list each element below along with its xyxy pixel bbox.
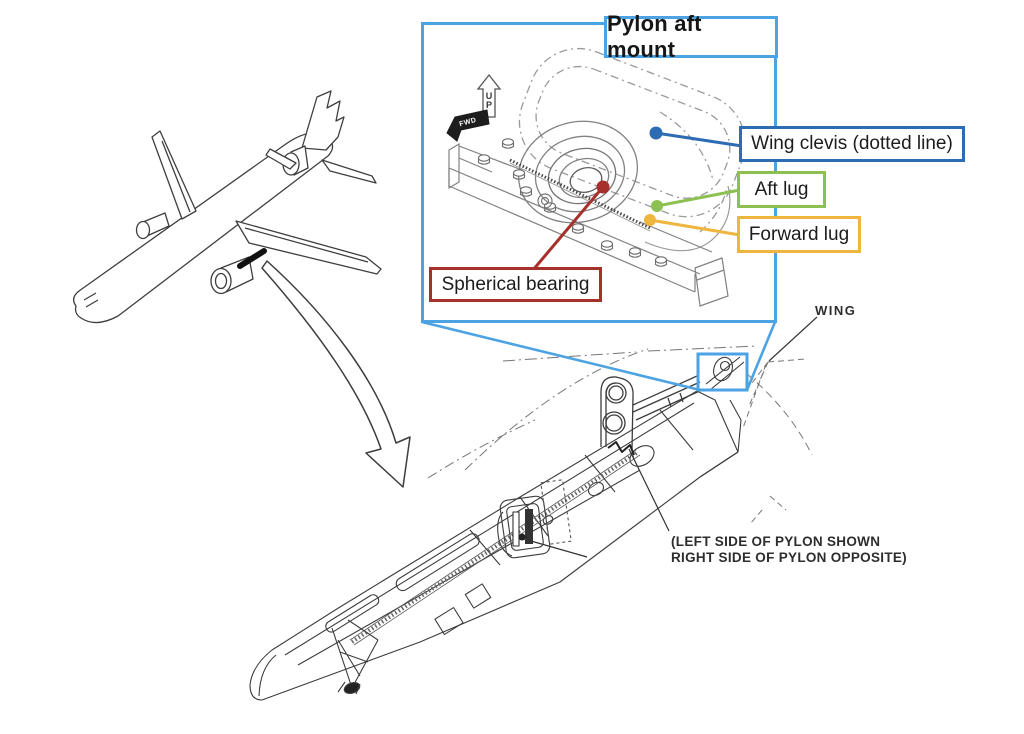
near-wing-inner-line [244, 227, 369, 263]
cockpit-marks [83, 292, 99, 308]
label-forward-lug: Forward lug [737, 216, 861, 253]
label-aft-lug-text: Aft lug [754, 178, 809, 200]
aft-lug-dot [651, 200, 663, 212]
threaded-rod [509, 158, 651, 230]
wing-leader-line [768, 316, 818, 362]
spherical-bearing-rings [517, 120, 639, 224]
up-marker-text: UP [485, 91, 493, 110]
fwd-arrow-icon [446, 109, 490, 142]
hatched-spar [349, 449, 641, 646]
aft-clevis-lug [705, 356, 745, 391]
mount-bolts [477, 138, 668, 267]
pylon-side-note: (LEFT SIDE OF PYLON SHOWN RIGHT SIDE OF … [671, 534, 907, 566]
aft-lug-leader [656, 188, 741, 208]
aircraft-sketch [72, 90, 382, 324]
wing-clevis-dot [649, 126, 663, 140]
note-leader-line-2 [523, 538, 588, 558]
label-wing-clevis: Wing clevis (dotted line) [739, 126, 965, 162]
mid-fitting-point [518, 533, 526, 541]
near-engine-inner [214, 272, 228, 290]
forward-lug-leader [649, 218, 741, 237]
near-engine-intake [210, 267, 232, 295]
pylon-aft-mount-illustration [446, 47, 746, 307]
pylon-structure-drawing [249, 316, 818, 701]
clevis-fork-front-edge [644, 185, 731, 252]
pylon-side-note-line2: RIGHT SIDE OF PYLON OPPOSITE) [671, 550, 907, 565]
location-zoom-arrow [261, 260, 411, 488]
callout-title-text: Pylon aft mount [607, 11, 702, 62]
far-engine-intake [135, 220, 151, 240]
aft-mount-link [600, 375, 705, 456]
left-stabilizer [265, 148, 297, 170]
label-aft-lug: Aft lug [737, 171, 826, 208]
label-wing-clevis-text: Wing clevis (dotted line) [751, 133, 953, 154]
forward-lug-dot [644, 214, 656, 226]
wing-clevis-leader [655, 131, 743, 148]
label-spherical-bearing: Spherical bearing [429, 267, 602, 302]
callout-title: Pylon aft mount [604, 11, 778, 62]
fuselage-outline [72, 132, 334, 324]
label-spherical-bearing-text: Spherical bearing [441, 273, 590, 295]
engine-pylon-marker [237, 248, 267, 269]
callout-zoom-lines [421, 320, 777, 392]
far-wing [151, 130, 197, 220]
phantom-wing-lines [427, 345, 813, 525]
up-arrow-icon [476, 73, 502, 118]
spherical-bearing-dot [596, 180, 610, 194]
bearing-nut [537, 193, 553, 209]
spherical-bearing-leader [531, 186, 605, 271]
note-leader-line-1 [628, 448, 670, 532]
near-wing [235, 220, 382, 275]
far-wing-inner-line [161, 140, 191, 213]
right-stabilizer [321, 159, 377, 184]
label-leader-lines [531, 126, 743, 271]
zoom-target-box [696, 352, 749, 392]
threaded-rod-edge [509, 162, 651, 232]
pylon-side-note-line1: (LEFT SIDE OF PYLON SHOWN [671, 534, 881, 549]
bearing-nut-inner [540, 196, 550, 206]
wing-annotation: WING [815, 303, 857, 318]
nose-truss [331, 619, 379, 695]
mid-fitting [497, 479, 572, 559]
vertical-fin [301, 90, 345, 151]
label-forward-lug-text: Forward lug [748, 223, 850, 245]
